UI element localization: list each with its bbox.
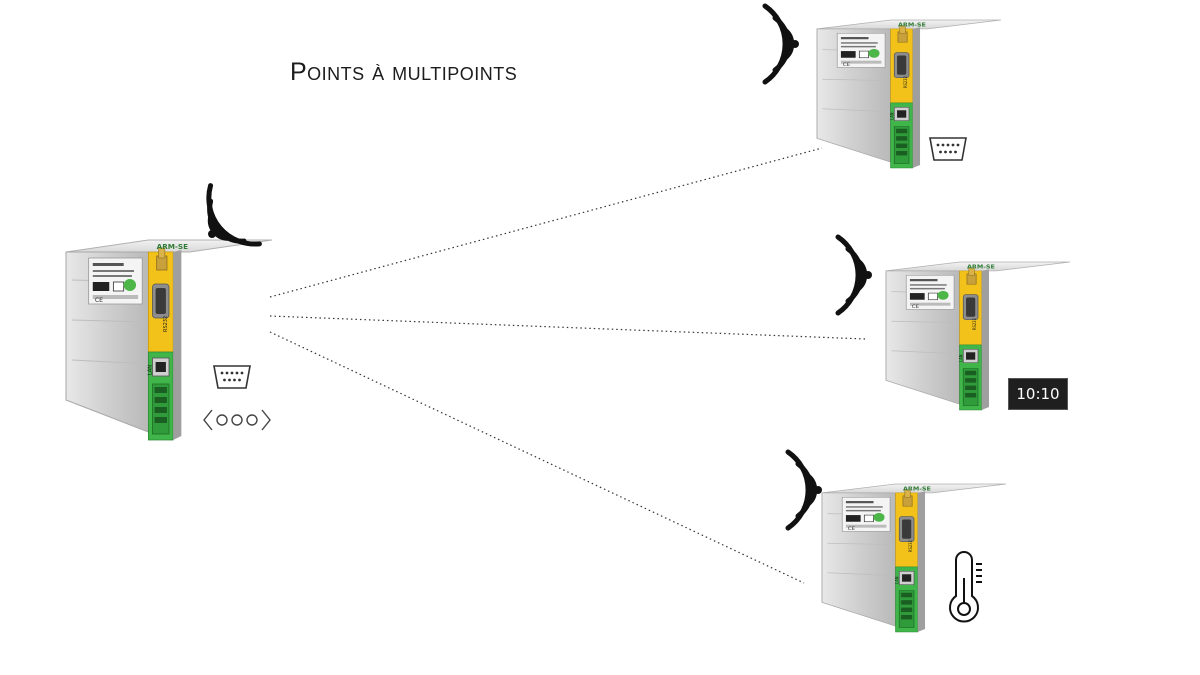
link-lines: [269, 147, 867, 584]
device-master: ARM-SE CE RS232 LAN: [65, 239, 273, 441]
serial-port-icon: [929, 137, 967, 161]
device-lan-label: LAN: [147, 365, 153, 375]
device-slave-top: ARM-SE CE RS232 LAN: [816, 19, 1002, 169]
io-terminal-icon: [203, 409, 271, 431]
wifi-icon: [185, 186, 260, 266]
device-brand-label: ARM-SE: [157, 242, 189, 251]
link-to-top-device: [269, 147, 823, 298]
diagram-title: Points à multipoints: [290, 58, 518, 86]
device-lan-label: LAN: [958, 354, 964, 361]
device-brand-label: ARM-SE: [898, 23, 926, 28]
device-mark-label: CE: [95, 297, 103, 304]
device-mark-label: CE: [848, 526, 855, 531]
link-to-middle-device: [269, 315, 867, 340]
wifi-icon: [765, 6, 799, 82]
serial-port-icon: [213, 365, 251, 389]
device-lan-label: LAN: [894, 576, 900, 583]
device-brand-label: ARM-SE: [967, 265, 995, 270]
device-port-label: RS232: [903, 76, 909, 88]
display-icon: 10:10: [1008, 378, 1068, 410]
device-brand-label: ARM-SE: [903, 487, 931, 492]
wifi-icon: [838, 237, 872, 313]
device-slave-middle: ARM-SE CE RS232 LAN: [885, 261, 1071, 411]
device-lan-label: LAN: [889, 112, 895, 119]
wifi-icon: [788, 452, 822, 528]
device-port-label: RS232: [972, 318, 978, 330]
thermometer-icon: [949, 551, 982, 623]
device-port-label: RS232: [163, 316, 169, 332]
device-mark-label: CE: [843, 62, 850, 67]
device-slave-bottom: ARM-SE CE RS232 LAN: [821, 483, 1007, 633]
device-port-label: RS232: [908, 540, 914, 552]
link-to-bottom-device: [269, 331, 805, 584]
device-mark-label: CE: [912, 304, 919, 309]
